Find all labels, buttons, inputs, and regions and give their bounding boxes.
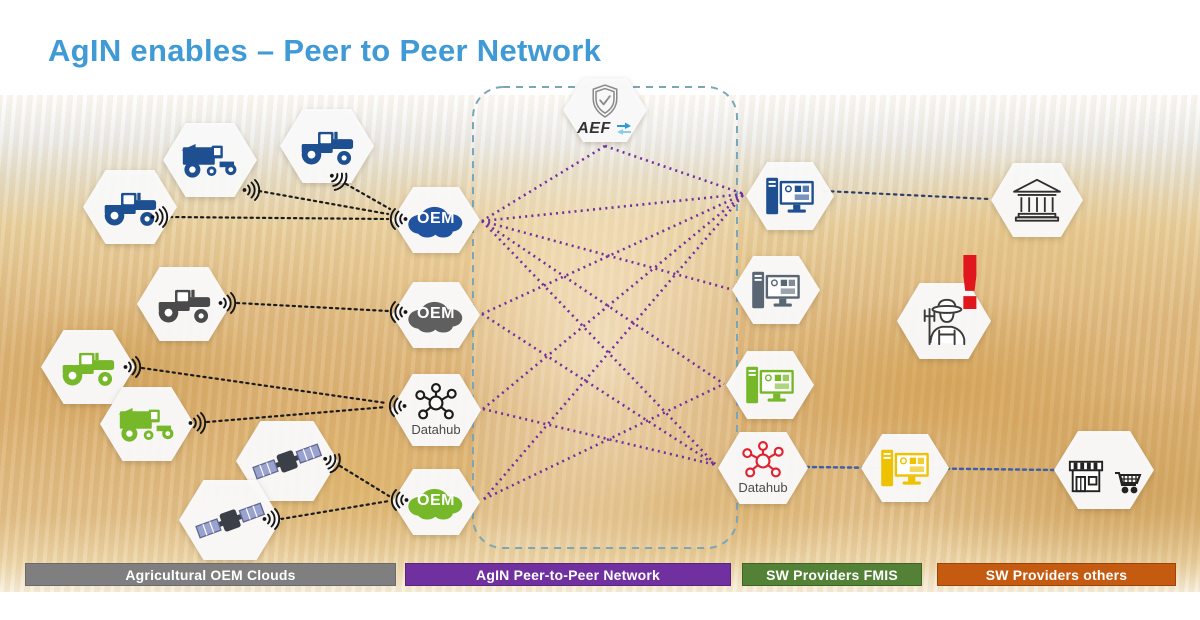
combine-harvester-icon — [181, 144, 237, 178]
page-title: AgIN enables – Peer to Peer Network — [48, 33, 602, 68]
shield-check-icon — [592, 83, 618, 118]
wifi-icon — [387, 301, 409, 323]
oem-label: OEM — [417, 304, 455, 322]
hex-tractor-blue-1 — [83, 170, 177, 244]
cloud-icon — [408, 206, 463, 238]
farmer-icon — [923, 298, 966, 346]
hex-combine-blue — [163, 123, 257, 197]
hex-fmis-green — [726, 351, 814, 419]
bank-icon — [1013, 178, 1061, 222]
datahub-icon — [415, 383, 457, 420]
desktop-computer-icon — [766, 177, 814, 215]
wifi-icon — [261, 508, 283, 530]
datahub-icon — [742, 441, 784, 478]
cloud-icon — [408, 301, 463, 333]
store-icon — [1068, 460, 1104, 493]
hex-bank — [991, 163, 1083, 237]
desktop-computer-icon — [746, 366, 794, 404]
combine-harvester-icon — [118, 408, 174, 442]
wifi-icon — [388, 489, 410, 511]
exclamation-mark: ! — [953, 241, 987, 327]
oem-label: OEM — [417, 209, 455, 227]
hex-aef-hub: AEF — [563, 78, 647, 142]
wifi-icon — [122, 356, 144, 378]
legend-label: Agricultural OEM Clouds — [125, 566, 296, 583]
tractor-icon — [301, 131, 354, 165]
tractor-icon — [158, 289, 211, 323]
datahub-label: Datahub — [738, 480, 788, 495]
wifi-icon — [187, 412, 209, 434]
legend-label: SW Providers others — [985, 566, 1128, 583]
shopping-cart-icon — [1115, 472, 1142, 494]
satellite-icon — [195, 501, 265, 539]
legend-label: AgIN Peer-to-Peer Network — [476, 566, 660, 583]
wifi-icon — [317, 447, 346, 476]
hex-sw-other-yellow — [861, 434, 949, 502]
legend-agin-p2p-network: AgIN Peer-to-Peer Network — [405, 563, 731, 586]
desktop-computer-icon — [752, 271, 800, 309]
datahub-label: Datahub — [411, 422, 461, 437]
hex-tractor-green — [41, 330, 135, 404]
wifi-icon — [386, 395, 408, 417]
wifi-icon — [241, 179, 263, 201]
cloud-icon — [408, 488, 463, 520]
desktop-computer-icon — [881, 449, 929, 487]
wifi-icon — [387, 208, 409, 230]
sync-arrows-icon — [616, 122, 631, 135]
satellite-icon — [252, 442, 322, 480]
tractor-icon — [104, 192, 157, 226]
legend-sw-providers-others: SW Providers others — [937, 563, 1176, 586]
hex-satellite-1 — [236, 421, 338, 501]
wifi-icon — [323, 165, 354, 196]
hex-fmis-blue — [746, 162, 834, 230]
oem-label: OEM — [417, 491, 455, 509]
hex-combine-green — [100, 387, 194, 461]
hex-oem-green: OEM — [392, 469, 480, 535]
hex-tractor-blue-2 — [280, 109, 374, 183]
legend-agricultural-oem-clouds: Agricultural OEM Clouds — [25, 563, 396, 586]
aef-label: AEF — [577, 119, 611, 137]
hex-fmis-slate — [732, 256, 820, 324]
wifi-icon — [149, 206, 171, 228]
tractor-icon — [62, 352, 115, 386]
hex-oem-gray: OEM — [392, 282, 480, 348]
legend-sw-providers-fmis: SW Providers FMIS — [742, 563, 922, 586]
hex-store — [1054, 431, 1154, 509]
hex-farmer — [897, 283, 991, 359]
hex-datahub-right: Datahub — [718, 432, 808, 504]
legend-label: SW Providers FMIS — [766, 566, 898, 583]
hex-tractor-dark — [137, 267, 231, 341]
hex-datahub-left: Datahub — [391, 374, 481, 446]
wifi-icon — [217, 292, 239, 314]
